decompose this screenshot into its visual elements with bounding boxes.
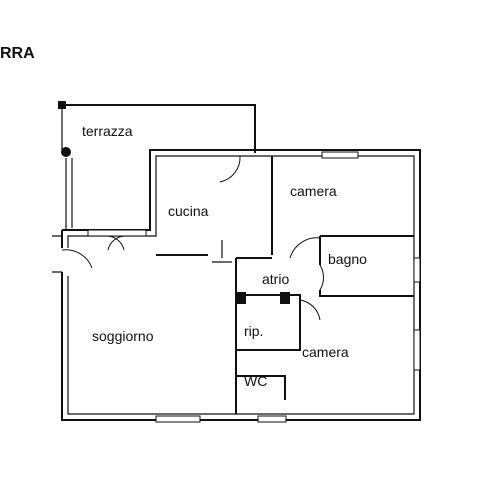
door-cucina-terrace	[215, 155, 241, 183]
window-soggiorno	[155, 415, 201, 423]
window-camera-top	[321, 151, 359, 159]
door-camera-top	[289, 237, 321, 259]
windows	[87, 151, 421, 423]
window-camera-bottom	[413, 329, 421, 371]
window-bagno	[413, 257, 421, 283]
room-label-soggiorno: soggiorno	[92, 328, 154, 344]
window-terrace-door	[87, 229, 147, 237]
room-label-cucina: cucina	[168, 203, 209, 219]
room-label-wc: WC	[244, 373, 267, 389]
room-label-rip: rip.	[244, 323, 263, 339]
floor-label: RRA	[0, 45, 35, 62]
terrace-outline	[58, 101, 256, 230]
door-bagno	[319, 264, 324, 291]
doors	[61, 155, 324, 321]
room-label-atrio: atrio	[262, 271, 289, 287]
terrace-post	[58, 101, 66, 109]
terrace-post	[61, 147, 71, 157]
door-camera-bottom	[299, 299, 321, 321]
room-label-bagno: bagno	[328, 251, 367, 267]
window-wc	[257, 415, 287, 423]
outer-walls	[52, 149, 421, 421]
room-label-camera-top: camera	[290, 183, 337, 199]
door-entrance	[61, 249, 93, 269]
door-terrace-double	[107, 235, 125, 251]
room-label-camera-bottom: camera	[302, 344, 349, 360]
room-label-terrazza: terrazza	[82, 123, 133, 139]
interior-walls	[156, 156, 414, 414]
